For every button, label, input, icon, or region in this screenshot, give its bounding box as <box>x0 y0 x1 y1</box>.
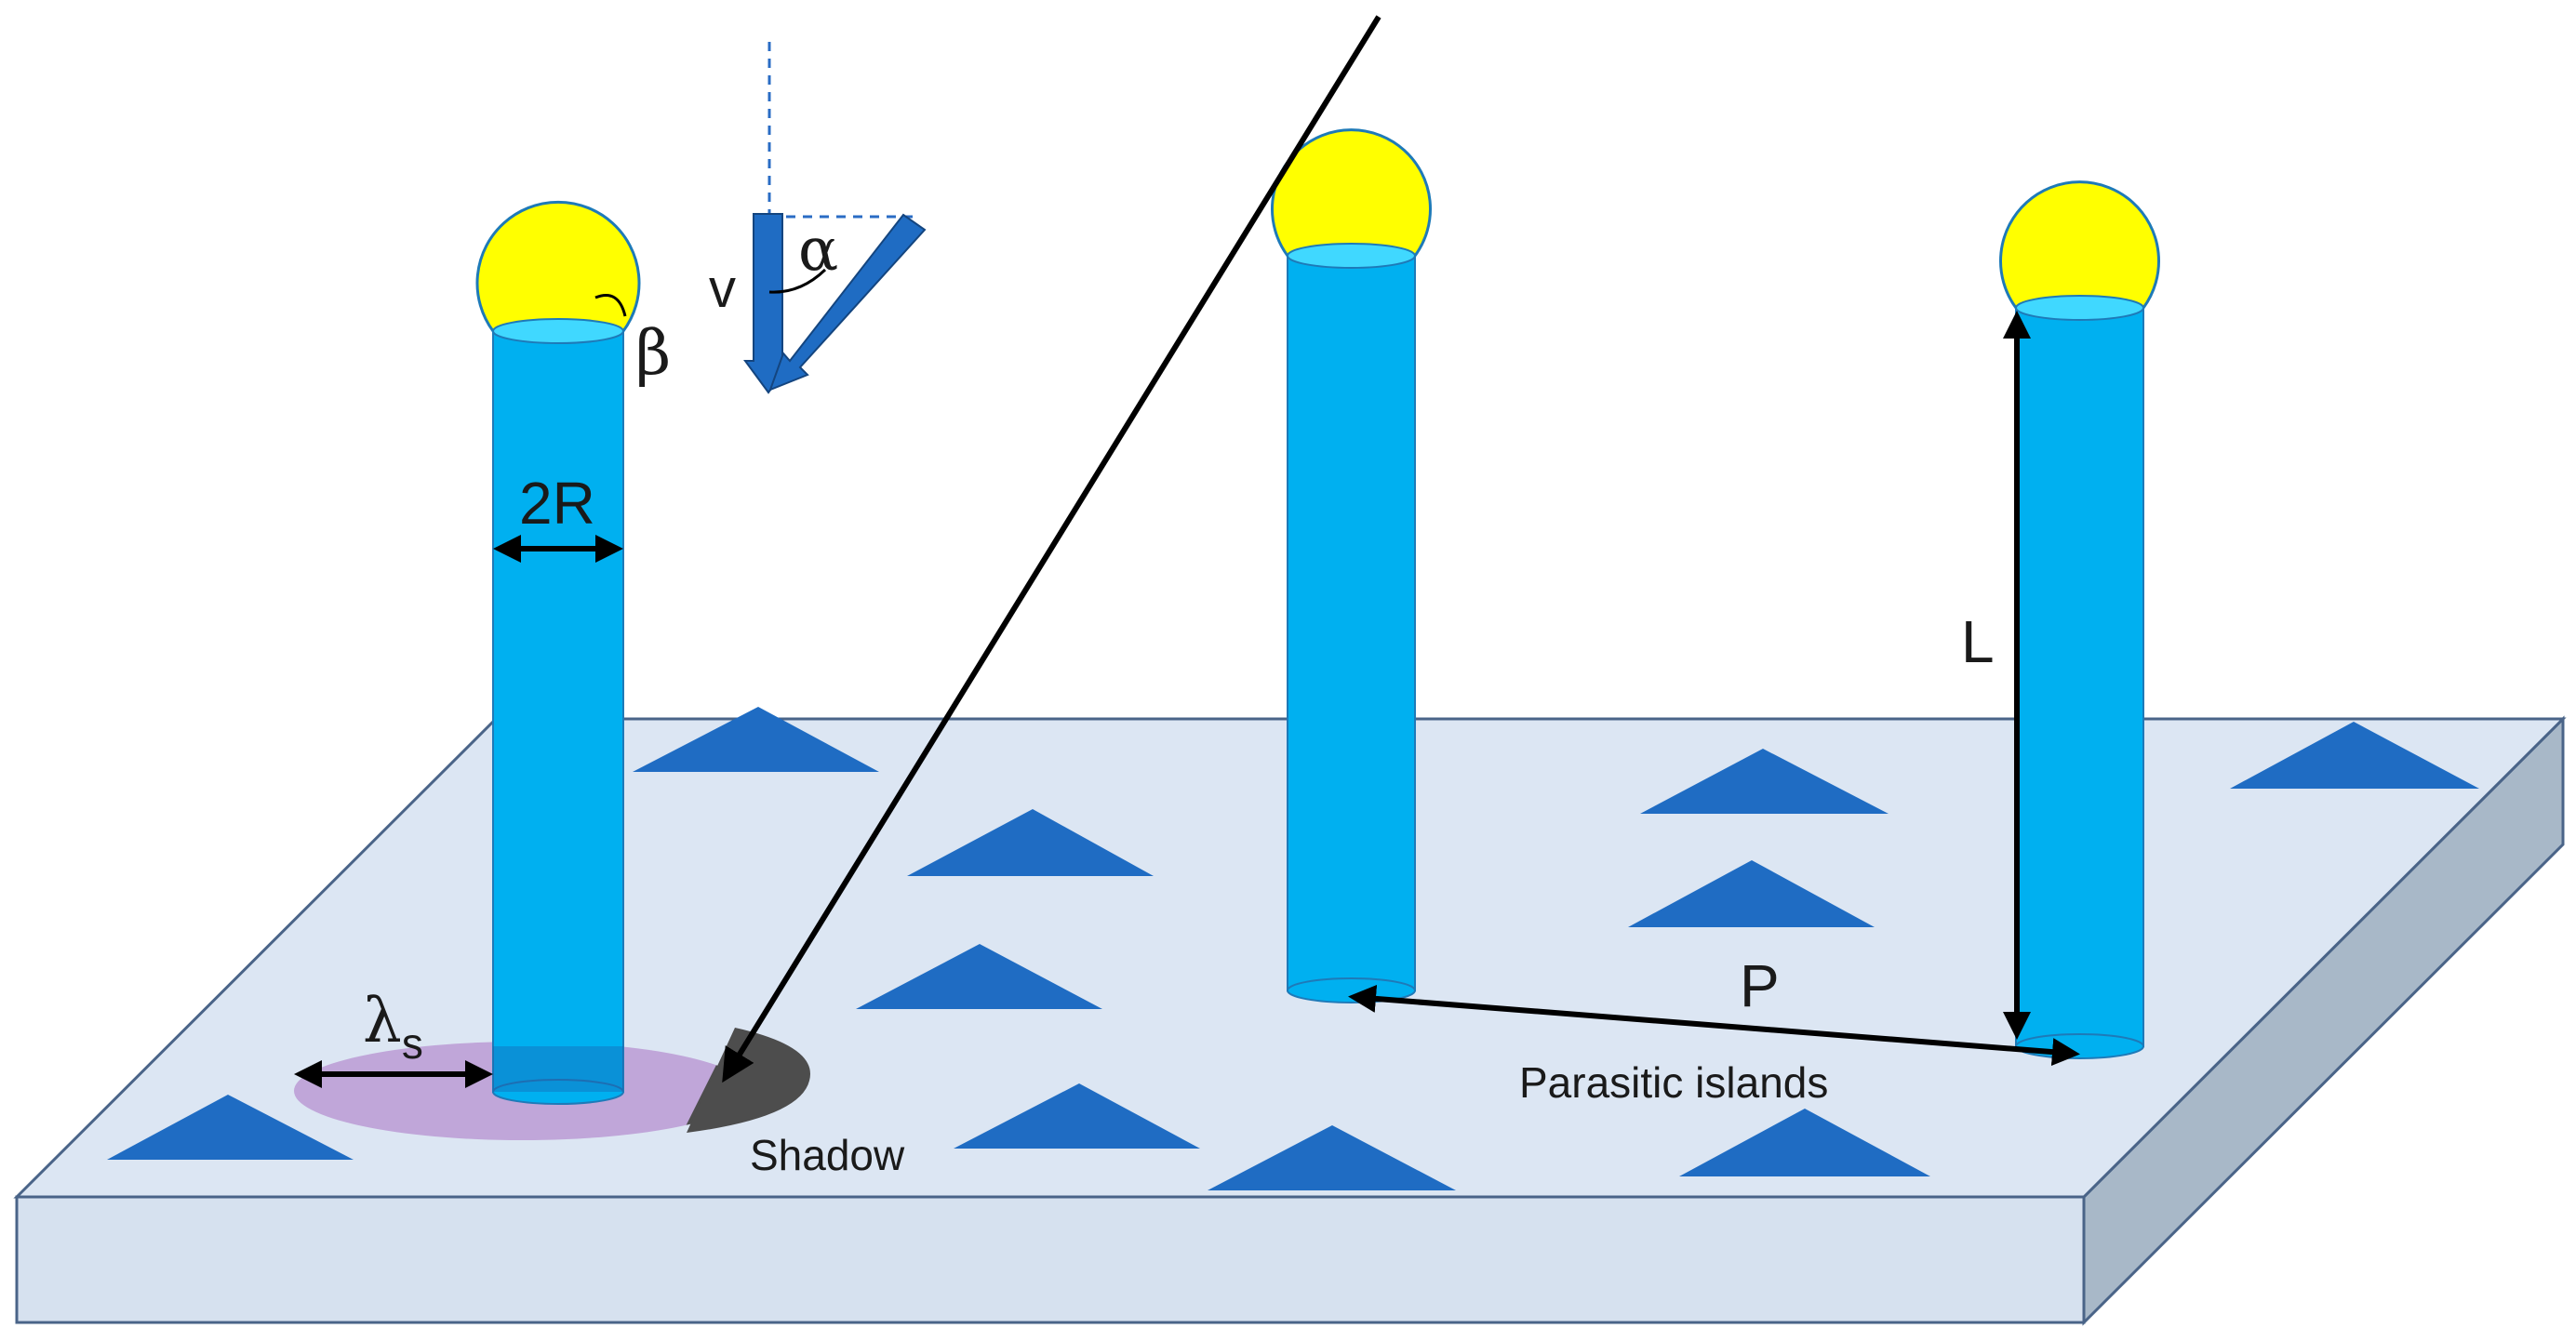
parasitic-island <box>1679 1109 1930 1176</box>
parasitic-island <box>954 1083 1200 1149</box>
droplet <box>1271 128 1432 258</box>
alpha-label: α <box>798 216 838 285</box>
nanowire-submerged <box>493 1046 623 1092</box>
droplet <box>1999 180 2160 310</box>
parasitic-island <box>1628 860 1875 927</box>
nanowire-body <box>1287 255 1416 991</box>
lambda-subscript: s <box>402 1019 423 1068</box>
substrate-front-face <box>15 1195 2086 1324</box>
beta-angle-arc <box>594 294 627 317</box>
parasitic-islands-group <box>107 707 2479 1190</box>
alpha-angle-arc <box>768 268 827 294</box>
nanowire-right <box>1999 180 2160 1059</box>
nanowire-top <box>492 318 624 344</box>
nanowire-bottom <box>2015 1033 2144 1059</box>
flux-direction-line <box>722 15 1381 1083</box>
nanowire-body <box>2015 307 2144 1047</box>
beta-label: β <box>635 317 671 389</box>
parasitic-island <box>107 1095 354 1160</box>
length-label: L <box>1961 608 1995 675</box>
v-label: v <box>709 259 736 319</box>
nanowire-middle <box>1271 128 1432 1003</box>
tilted-flux-arrow <box>768 213 927 392</box>
parasitic-island <box>1640 749 1889 814</box>
parasitic-island <box>1208 1125 1456 1190</box>
nanowire-left <box>475 200 641 1105</box>
nanowire-bottom <box>492 1079 624 1105</box>
parasitic-island <box>2230 722 2479 789</box>
diffusion-length-label: λs <box>363 985 423 1068</box>
nanowire-top <box>1287 243 1416 269</box>
parasitic-islands-label: Parasitic islands <box>1519 1058 1828 1107</box>
droplet <box>475 200 641 333</box>
parasitic-island <box>633 707 879 772</box>
lambda-symbol: λ <box>363 985 402 1056</box>
diameter-label: 2R <box>519 470 595 537</box>
shadow-label: Shadow <box>750 1131 905 1179</box>
nanowire-body <box>492 326 624 1093</box>
period-arrow <box>1348 984 2080 1067</box>
flux-arrows: α v <box>709 42 927 394</box>
nanowire-top <box>2015 295 2144 321</box>
period-label: P <box>1740 952 1780 1019</box>
parasitic-island <box>907 809 1154 876</box>
parasitic-island <box>856 944 1102 1009</box>
